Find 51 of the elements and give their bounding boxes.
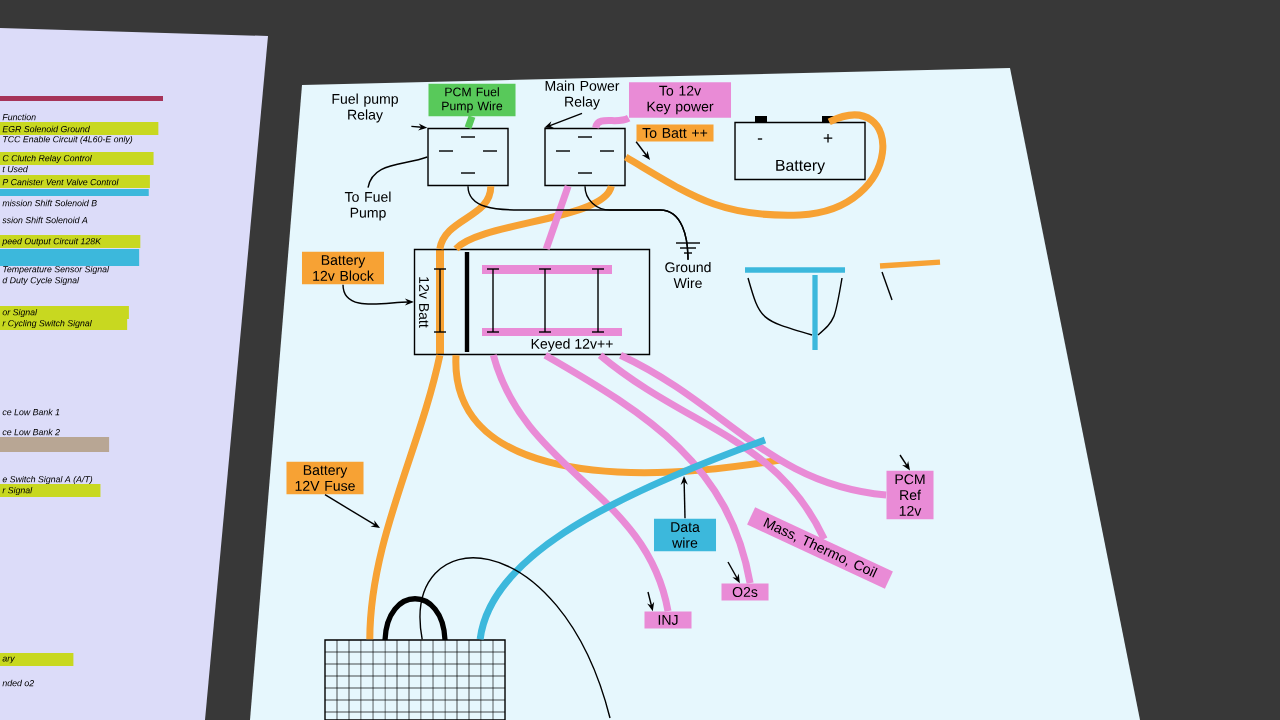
wire	[542, 185, 572, 250]
wire	[584, 185, 689, 261]
wire	[597, 352, 828, 541]
table-cell: ce Low Bank 1	[2, 408, 60, 416]
highlighted-note: To 12v Key power	[629, 82, 731, 118]
table-cell: ce Low Bank 2	[2, 428, 60, 436]
table-cell: ary	[0, 653, 74, 666]
table-cell: r Cycling Switch Signal	[0, 317, 128, 330]
wire	[476, 436, 767, 641]
table-cell: d Duty Cycle Signal	[2, 276, 80, 286]
highlighted-note: Data wire	[654, 518, 716, 552]
table-cell: P Canister Vent Valve Control	[0, 175, 150, 188]
wire	[366, 354, 444, 640]
leader-arrow	[324, 494, 380, 528]
relay-box	[427, 127, 509, 187]
handwritten-label: To Fuel Pump	[344, 191, 391, 221]
wire	[436, 185, 495, 250]
fuse-block: 12v Batt Keyed 12v++	[413, 248, 651, 356]
highlighted-note: Battery 12v Block	[302, 251, 384, 285]
relay-box	[544, 127, 626, 187]
table-cell: r Signal	[0, 484, 101, 497]
handwritten-label: Fuel pump Relay	[332, 93, 398, 123]
highlighted-note: PCM Fuel Pump Wire	[428, 83, 516, 117]
table-cell: C Clutch Relay Control	[0, 152, 154, 165]
wire	[543, 352, 754, 584]
wire	[490, 354, 672, 613]
wire	[367, 156, 428, 189]
wire	[419, 557, 611, 719]
wire	[453, 184, 615, 252]
highlighted-note: PCM Ref 12v	[886, 470, 934, 520]
table-cell: Temperature Sensor Signal	[3, 265, 110, 275]
table-cell: peed Output Circuit 128K	[0, 235, 141, 248]
connector-grid-drawing	[324, 596, 506, 720]
wire	[464, 115, 476, 129]
wire	[592, 114, 631, 129]
ground-label: Ground Wire	[665, 242, 711, 289]
wire	[623, 112, 886, 219]
terminal-sign: -	[757, 138, 763, 140]
table-cell: Function	[2, 113, 36, 121]
terminal-sign: +	[823, 133, 833, 143]
table-cell: ssion Shift Solenoid A	[2, 216, 88, 224]
table-cell: t Used	[2, 165, 28, 173]
table-cell: TCC Enable Circuit (4L60-E only)	[3, 135, 133, 145]
leader-arrow	[635, 141, 650, 160]
table-cell: mission Shift Solenoid B	[2, 199, 97, 207]
table-cell: nded o2	[2, 679, 34, 687]
highlighted-note: Battery 12V Fuse	[286, 461, 364, 495]
handwritten-label: Main Power Relay	[545, 80, 620, 110]
table-cell: EGR Solenoid Ground	[0, 122, 159, 135]
wire	[618, 352, 887, 499]
table-cell: e Switch Signal A (A/T)	[2, 475, 93, 485]
